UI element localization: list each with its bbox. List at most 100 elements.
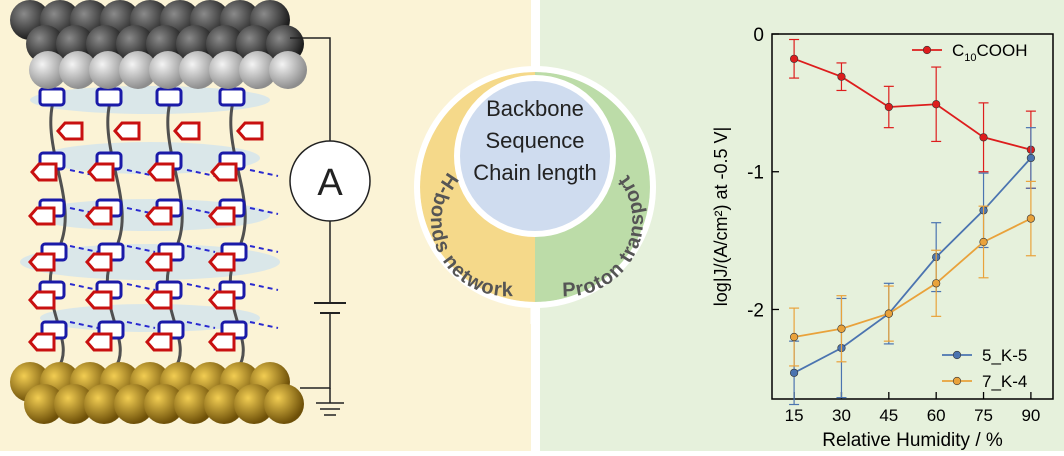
electrode-atom-light bbox=[29, 51, 67, 89]
electrode-atom-light bbox=[59, 51, 97, 89]
data-point bbox=[837, 324, 846, 333]
x-tick-label: 75 bbox=[974, 406, 993, 425]
data-point bbox=[1026, 153, 1035, 163]
h-bond bbox=[186, 245, 216, 253]
amino-residue-block bbox=[95, 87, 123, 107]
side-chain-block bbox=[145, 332, 173, 352]
legend-label: 7_K-4 bbox=[982, 372, 1027, 391]
external-circuit: A bbox=[289, 37, 371, 416]
gold-atom bbox=[84, 384, 124, 424]
h-bond bbox=[126, 169, 156, 177]
h-bond bbox=[249, 245, 279, 253]
gold-atom bbox=[234, 384, 274, 424]
h-bond bbox=[69, 245, 99, 253]
h-bond bbox=[249, 207, 279, 215]
series-C10COOH bbox=[789, 38, 1036, 189]
ammeter-label: A bbox=[317, 162, 343, 204]
data-point bbox=[932, 279, 941, 288]
side-chain-block bbox=[85, 290, 113, 310]
side-chain-block bbox=[173, 121, 201, 141]
side-chain-block bbox=[208, 252, 236, 272]
y-tick-label: 0 bbox=[753, 25, 764, 46]
side-chain-block bbox=[85, 252, 113, 272]
side-chain-block bbox=[208, 332, 236, 352]
side-chain-block bbox=[28, 252, 56, 272]
x-tick-label: 45 bbox=[879, 406, 898, 425]
electrode-atom-light bbox=[89, 51, 127, 89]
h-bond bbox=[69, 321, 99, 329]
data-point bbox=[790, 368, 799, 377]
h-bond bbox=[186, 169, 216, 177]
h-bond bbox=[69, 207, 99, 215]
peptide-chains bbox=[28, 87, 279, 369]
legend-marker bbox=[952, 376, 962, 386]
gold-atom bbox=[54, 384, 94, 424]
data-point bbox=[979, 237, 988, 247]
data-point bbox=[790, 332, 799, 342]
gold-atom bbox=[24, 384, 64, 424]
y-tick-label: -2 bbox=[747, 300, 764, 321]
legend-label: 5_K-5 bbox=[982, 346, 1027, 365]
data-point bbox=[932, 100, 941, 109]
electrode-atom-light bbox=[269, 51, 307, 89]
side-chain-block bbox=[28, 206, 56, 226]
side-chain-block bbox=[145, 206, 173, 226]
h-bond bbox=[69, 283, 99, 291]
h-bond bbox=[186, 283, 216, 291]
data-point bbox=[884, 102, 893, 112]
gold-bottom-electrode bbox=[10, 362, 304, 424]
gold-atom bbox=[264, 384, 304, 424]
legend-entry: C10COOH bbox=[912, 41, 1028, 64]
data-point bbox=[837, 72, 846, 81]
side-chain-block bbox=[85, 206, 113, 226]
h-bond bbox=[126, 207, 156, 215]
electrode-atom-light bbox=[239, 51, 277, 89]
y-tick-label: -1 bbox=[747, 163, 764, 184]
side-chain-block bbox=[28, 332, 56, 352]
h-bond bbox=[126, 245, 156, 253]
plot-frame bbox=[771, 33, 1054, 400]
x-axis-label: Relative Humidity / % bbox=[822, 430, 1003, 451]
side-chain-block bbox=[30, 162, 58, 182]
outer-ring bbox=[414, 66, 656, 308]
water-cluster bbox=[30, 86, 270, 114]
h-bond bbox=[126, 283, 156, 291]
h-bond bbox=[186, 207, 216, 215]
junction-schematic: A bbox=[10, 0, 371, 424]
legend-marker bbox=[922, 45, 932, 55]
side-chain-block bbox=[145, 290, 173, 310]
top-electrode bbox=[10, 0, 307, 89]
side-chain-block bbox=[85, 332, 113, 352]
side-chain-block bbox=[28, 290, 56, 310]
side-chain-block bbox=[210, 162, 238, 182]
gold-atom bbox=[204, 384, 244, 424]
side-chain-block bbox=[56, 121, 84, 141]
amino-residue-block bbox=[218, 87, 246, 107]
gold-atom bbox=[144, 384, 184, 424]
series-line bbox=[793, 57, 1032, 151]
ammeter-icon bbox=[289, 140, 371, 222]
factor-sequence: Sequence bbox=[485, 128, 584, 153]
inner-circle bbox=[454, 75, 616, 237]
y-axis-label: log|J/(A/cm²) at -0.5 V| bbox=[711, 127, 731, 306]
x-tick-label: 90 bbox=[1021, 406, 1040, 425]
side-chain-block bbox=[208, 290, 236, 310]
data-point bbox=[790, 54, 799, 63]
side-chain-block bbox=[208, 206, 236, 226]
x-tick-label: 60 bbox=[927, 406, 946, 425]
data-point bbox=[884, 309, 893, 318]
h-bond bbox=[69, 169, 99, 177]
side-chain-block bbox=[145, 252, 173, 272]
h-bond bbox=[186, 321, 216, 329]
h-bond bbox=[249, 169, 279, 177]
legend-label: C10COOH bbox=[952, 41, 1028, 64]
h-bond bbox=[126, 321, 156, 329]
circuit-wire-bottom bbox=[300, 313, 331, 389]
series-line bbox=[793, 157, 1032, 374]
legend-entry: 7_K-4 bbox=[942, 372, 1027, 391]
electrode-atom-light bbox=[149, 51, 187, 89]
factor-chain-length: Chain length bbox=[473, 160, 597, 185]
h-bond bbox=[249, 321, 279, 329]
x-tick-label: 15 bbox=[785, 406, 804, 425]
